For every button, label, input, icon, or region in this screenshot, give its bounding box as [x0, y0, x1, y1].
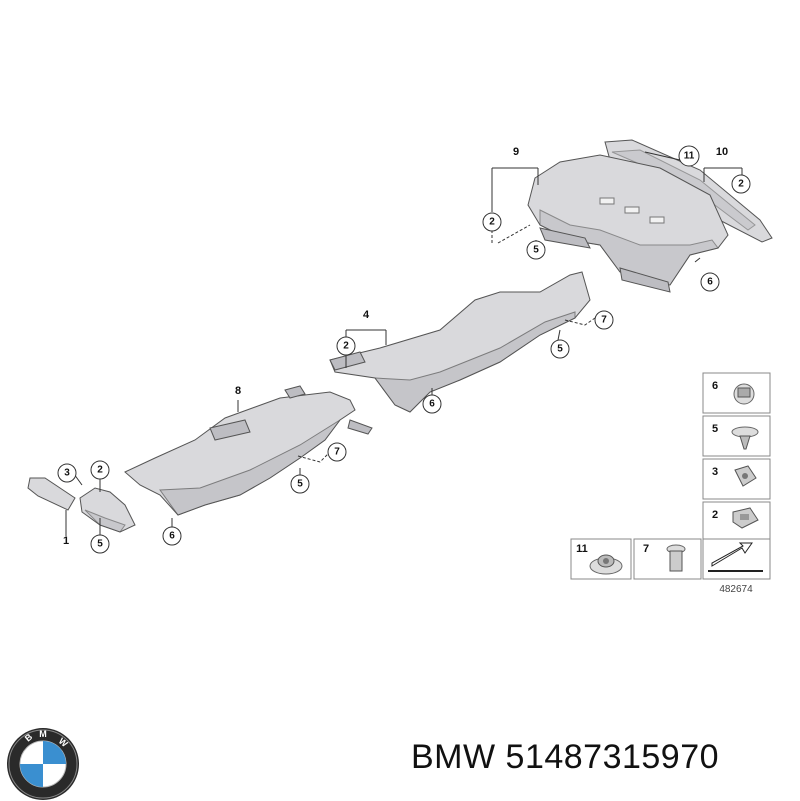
svg-text:2: 2 — [489, 217, 495, 228]
callout-2-4: 2 — [336, 336, 356, 356]
svg-text:11: 11 — [684, 151, 695, 162]
figure-number: 482674 — [719, 584, 753, 595]
fastener-legend: 6 5 3 2 11 7 — [570, 372, 771, 595]
callout-2-9: 2 — [482, 212, 502, 232]
clip-5-icon — [731, 426, 759, 450]
callout-5-8: 5 — [290, 474, 310, 494]
svg-text:5: 5 — [97, 539, 103, 550]
plug-7-icon — [666, 544, 686, 572]
part-1-bracket — [27, 477, 76, 511]
label-4: 4 — [363, 309, 370, 321]
nut-2-icon — [732, 507, 759, 529]
svg-text:B: B — [23, 731, 35, 743]
legend-cell-3 — [702, 458, 771, 500]
svg-text:2: 2 — [343, 341, 349, 352]
svg-text:7: 7 — [643, 543, 649, 555]
callout-5-4: 5 — [550, 339, 570, 359]
svg-text:2: 2 — [738, 179, 744, 190]
callout-6-9: 6 — [700, 272, 720, 292]
direction-arrow-icon — [708, 542, 763, 572]
part-8-heat-shield — [124, 385, 373, 516]
callout-5-left: 5 — [90, 534, 110, 554]
svg-text:5: 5 — [712, 423, 718, 435]
label-10: 10 — [716, 146, 728, 158]
svg-text:7: 7 — [334, 447, 340, 458]
svg-text:11: 11 — [576, 543, 588, 555]
nut-6-icon — [733, 383, 755, 405]
callout-7-8: 7 — [327, 442, 347, 462]
label-9: 9 — [513, 146, 519, 158]
callout-6-8: 6 — [162, 526, 182, 546]
svg-text:3: 3 — [712, 466, 718, 478]
flange-nut-11-icon — [589, 554, 623, 575]
callout-7-4: 7 — [594, 310, 614, 330]
part-9-heat-shield — [527, 154, 729, 293]
svg-text:3: 3 — [64, 468, 70, 479]
callout-6-4: 6 — [422, 394, 442, 414]
svg-text:7: 7 — [601, 315, 607, 326]
svg-text:6: 6 — [169, 531, 175, 542]
svg-text:2: 2 — [712, 509, 718, 521]
svg-text:5: 5 — [533, 245, 539, 256]
callout-2-left: 2 — [90, 460, 110, 480]
svg-text:6: 6 — [707, 277, 713, 288]
svg-text:M: M — [39, 729, 47, 739]
svg-text:2: 2 — [97, 465, 103, 476]
svg-text:6: 6 — [429, 399, 435, 410]
svg-text:6: 6 — [712, 380, 718, 392]
part-caption: BMW 51487315970 — [411, 738, 720, 776]
svg-text:5: 5 — [557, 344, 563, 355]
label-1: 1 — [63, 535, 69, 547]
callout-11-top: 11 — [678, 145, 700, 167]
legend-cell-direction — [702, 538, 771, 580]
parts-diagram: 2 5 11 2 6 7 5 2 6 7 5 6 3 2 5 9 10 4 8 … — [27, 139, 773, 595]
callout-3-left: 3 — [57, 463, 77, 483]
callout-5-9: 5 — [526, 240, 546, 260]
bmw-logo-icon: B M W — [7, 728, 79, 800]
svg-text:5: 5 — [297, 479, 303, 490]
callout-2-10: 2 — [731, 174, 751, 194]
part-4-tunnel-heat-shield — [329, 271, 591, 413]
nut-3-icon — [734, 465, 757, 487]
label-8: 8 — [235, 385, 241, 397]
legend-cell-7 — [633, 538, 702, 580]
part-small-shield-left — [79, 487, 136, 533]
